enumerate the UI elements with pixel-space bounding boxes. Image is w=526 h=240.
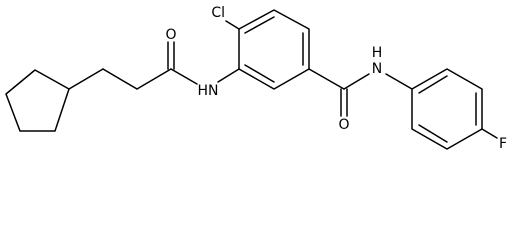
aryl-ring-inner-bond-1 [418, 75, 448, 94]
bond-ch2-ch2 [102, 68, 138, 90]
chlorine-label: Cl [211, 5, 225, 21]
central-ring-inner-bond-3 [244, 64, 275, 83]
bond-n-aryl [385, 73, 413, 90]
central-benzene-ring [238, 9, 310, 90]
bond-ring-carbonyl-right [308, 68, 345, 90]
bond-nh-ring [217, 68, 240, 83]
fluorophenyl-ring [411, 68, 483, 150]
bond-aryl-f [481, 128, 498, 139]
fluorine-label: F [499, 136, 507, 152]
central-ring-inner-bond-1 [244, 16, 275, 34]
oxygen-label-left: O [165, 27, 176, 43]
bond-ring-ch2 [68, 68, 104, 90]
nitrogen-h-label-right: H [372, 45, 383, 61]
bond-ring-cl [225, 20, 240, 30]
nitrogen-label-right: N [372, 61, 382, 77]
cyclopentane-ring [5, 69, 70, 132]
bond-ch2-carbonyl [136, 68, 172, 90]
bond-carbonyl-n-right [343, 73, 370, 90]
nitrogen-label-left: HN [198, 83, 219, 99]
aryl-ring-inner-bond-3 [418, 124, 448, 143]
bond-carbonyl-nh-left [170, 68, 198, 85]
oxygen-label-right: O [338, 117, 349, 133]
molecule-structure: Cl O HN O H N F [5, 5, 507, 152]
